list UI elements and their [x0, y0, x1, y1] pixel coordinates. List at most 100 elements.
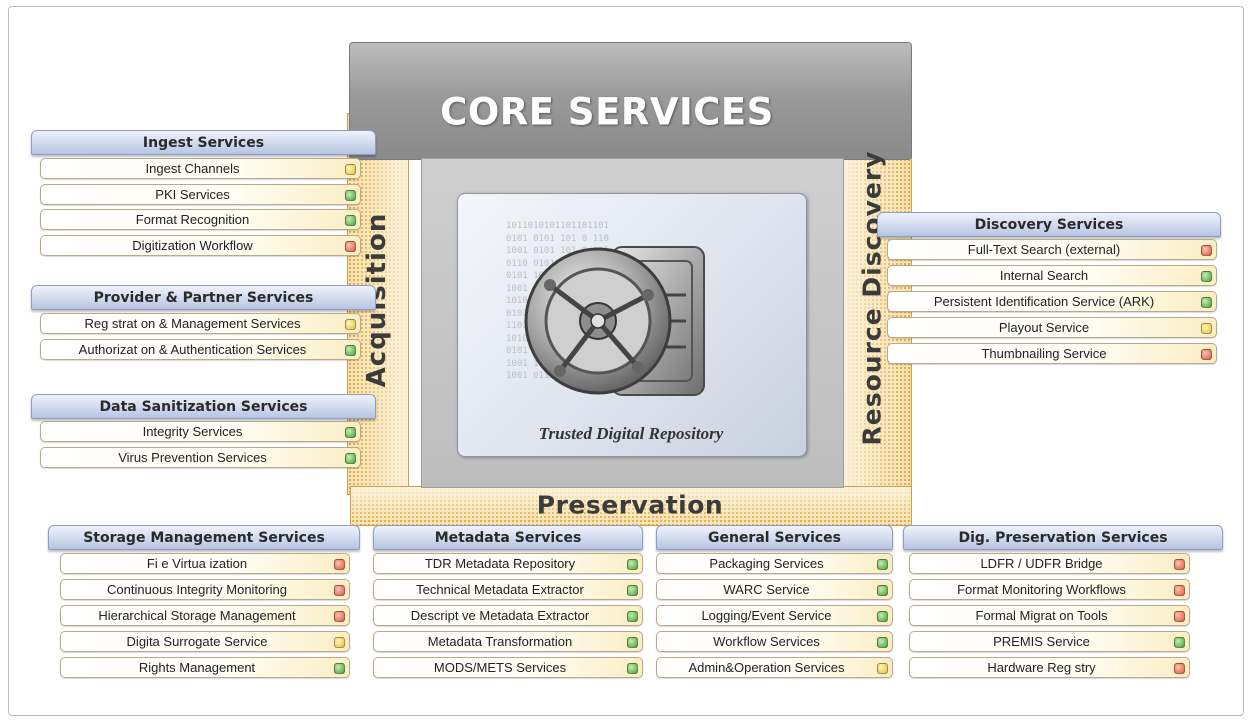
discovery-service-item[interactable]: Full-Text Search (external)	[887, 239, 1217, 260]
status-green-icon	[334, 663, 345, 674]
digpres-services-header: Dig. Preservation Services	[903, 525, 1223, 550]
storage-service-item[interactable]: Digita Surrogate Service	[60, 631, 350, 652]
service-label: TDR Metadata Repository	[424, 556, 576, 571]
service-label: Packaging Services	[709, 556, 824, 571]
status-green-icon	[627, 637, 638, 648]
general-service-item[interactable]: Admin&Operation Services	[656, 657, 893, 678]
service-label: Virus Prevention Services	[118, 450, 267, 465]
storage-service-item[interactable]: Rights Management	[60, 657, 350, 678]
storage-service-item[interactable]: Fi e Virtua ization	[60, 553, 350, 574]
service-label: Fi e Virtua ization	[146, 556, 248, 571]
status-green-icon	[627, 611, 638, 622]
status-green-icon	[345, 453, 356, 464]
resource-discovery-label: Resource Discovery	[857, 150, 887, 446]
metadata-service-item[interactable]: MODS/METS Services	[373, 657, 643, 678]
status-red-icon	[1174, 663, 1185, 674]
service-label: PREMIS Service	[993, 634, 1090, 649]
status-red-icon	[334, 611, 345, 622]
status-green-icon	[627, 559, 638, 570]
provider-service-item[interactable]: Authorizat on & Authentication Services	[40, 339, 361, 360]
status-green-icon	[345, 215, 356, 226]
digpres-service-item[interactable]: PREMIS Service	[909, 631, 1190, 652]
storage-services-header: Storage Management Services	[48, 525, 360, 550]
metadata-service-item[interactable]: Descript ve Metadata Extractor	[373, 605, 643, 626]
status-red-icon	[1174, 559, 1185, 570]
service-label: Metadata Transformation	[427, 634, 573, 649]
discovery-service-item[interactable]: Persistent Identification Service (ARK)	[887, 291, 1217, 312]
status-red-icon	[1174, 585, 1185, 596]
discovery-service-item[interactable]: Internal Search	[887, 265, 1217, 286]
status-green-icon	[345, 345, 356, 356]
status-yellow-icon	[877, 663, 888, 674]
discovery-services-header: Discovery Services	[877, 212, 1221, 237]
service-label: Hardware Reg stry	[987, 660, 1096, 675]
status-green-icon	[627, 585, 638, 596]
status-green-icon	[877, 611, 888, 622]
binary-line: 1011010101101101101	[506, 221, 609, 231]
preservation-band	[350, 486, 912, 526]
status-red-icon	[1174, 611, 1185, 622]
digpres-service-item[interactable]: Format Monitoring Workflows	[909, 579, 1190, 600]
sanitization-service-item[interactable]: Integrity Services	[40, 421, 361, 442]
status-green-icon	[1174, 637, 1185, 648]
core-services-title: CORE SERVICES	[440, 90, 774, 134]
service-label: Authorizat on & Authentication Services	[78, 342, 307, 357]
ingest-service-item[interactable]: Digitization Workflow	[40, 235, 361, 256]
service-label: Hierarchical Storage Management	[98, 608, 296, 623]
general-service-item[interactable]: WARC Service	[656, 579, 893, 600]
service-label: Technical Metadata Extractor	[416, 582, 584, 597]
service-label: Reg strat on & Management Services	[84, 316, 301, 331]
service-label: LDFR / UDFR Bridge	[980, 556, 1103, 571]
general-service-item[interactable]: Logging/Event Service	[656, 605, 893, 626]
service-label: Integrity Services	[142, 424, 243, 439]
provider-service-item[interactable]: Reg strat on & Management Services	[40, 313, 361, 334]
status-green-icon	[877, 585, 888, 596]
storage-service-item[interactable]: Continuous Integrity Monitoring	[60, 579, 350, 600]
metadata-service-item[interactable]: Technical Metadata Extractor	[373, 579, 643, 600]
status-green-icon	[345, 427, 356, 438]
binary-line: 0101 0101 101 0 110	[506, 233, 609, 244]
service-label: Full-Text Search (external)	[967, 242, 1121, 257]
service-label: Formal Migrat on Tools	[975, 608, 1108, 623]
status-red-icon	[334, 585, 345, 596]
ingest-service-item[interactable]: PKI Services	[40, 184, 361, 205]
status-yellow-icon	[1201, 323, 1212, 334]
service-label: Descript ve Metadata Extractor	[410, 608, 590, 623]
general-service-item[interactable]: Workflow Services	[656, 631, 893, 652]
provider-services-header: Provider & Partner Services	[31, 285, 376, 310]
digpres-service-item[interactable]: Hardware Reg stry	[909, 657, 1190, 678]
service-label: Logging/Event Service	[701, 608, 832, 623]
discovery-service-item[interactable]: Thumbnailing Service	[887, 343, 1217, 364]
service-label: Persistent Identification Service (ARK)	[933, 294, 1155, 309]
repository-caption: Trusted Digital Repository	[538, 424, 724, 443]
status-green-icon	[877, 559, 888, 570]
status-red-icon	[1201, 349, 1212, 360]
status-yellow-icon	[345, 164, 356, 175]
status-red-icon	[1201, 245, 1212, 256]
service-label: Digitization Workflow	[132, 238, 253, 253]
preservation-label: Preservation	[536, 490, 724, 520]
sanitization-services-header: Data Sanitization Services	[31, 394, 376, 419]
status-green-icon	[877, 637, 888, 648]
storage-service-item[interactable]: Hierarchical Storage Management	[60, 605, 350, 626]
digpres-service-item[interactable]: Formal Migrat on Tools	[909, 605, 1190, 626]
status-yellow-icon	[345, 319, 356, 330]
metadata-service-item[interactable]: Metadata Transformation	[373, 631, 643, 652]
status-red-icon	[345, 241, 356, 252]
status-red-icon	[334, 559, 345, 570]
resource-discovery-band	[842, 113, 912, 495]
ingest-service-item[interactable]: Format Recognition	[40, 209, 361, 230]
service-label: Workflow Services	[713, 634, 820, 649]
digpres-service-item[interactable]: LDFR / UDFR Bridge	[909, 553, 1190, 574]
metadata-service-item[interactable]: TDR Metadata Repository	[373, 553, 643, 574]
sanitization-service-item[interactable]: Virus Prevention Services	[40, 447, 361, 468]
service-label: Internal Search	[999, 268, 1089, 283]
service-label: Thumbnailing Service	[981, 346, 1107, 361]
discovery-service-item[interactable]: Playout Service	[887, 317, 1217, 338]
general-service-item[interactable]: Packaging Services	[656, 553, 893, 574]
ingest-service-item[interactable]: Ingest Channels	[40, 158, 361, 179]
service-label: PKI Services	[155, 187, 230, 202]
service-label: WARC Service	[723, 582, 810, 597]
service-label: Rights Management	[138, 660, 256, 675]
service-label: Digita Surrogate Service	[126, 634, 268, 649]
